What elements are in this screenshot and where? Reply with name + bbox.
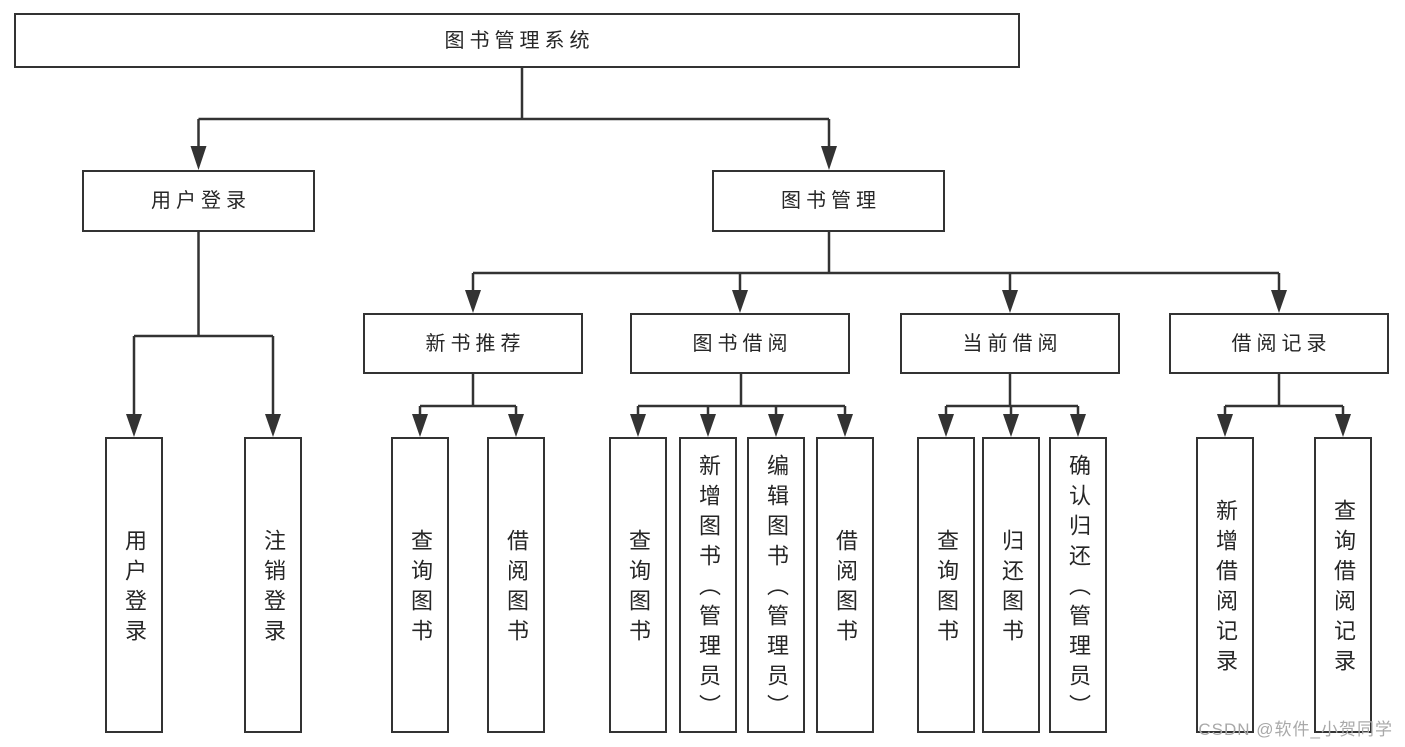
branch-line xyxy=(197,66,831,147)
node-current-borrowing: 当前借阅 xyxy=(900,313,1120,374)
leaf-query-books-borrowing-label: 查询图书 xyxy=(626,529,651,649)
node-book-borrowing: 图书借阅 xyxy=(630,313,850,374)
leaf-add-borrow-record-label: 新增借阅记录 xyxy=(1213,499,1238,679)
leaf-query-borrow-record-label: 查询借阅记录 xyxy=(1331,499,1356,679)
leaf-borrow-books-recommend-label: 借阅图书 xyxy=(504,529,529,649)
leaf-return-book: 归还图书 xyxy=(982,437,1040,733)
leaf-query-books-recommend-label: 查询图书 xyxy=(408,529,433,649)
node-root-label: 图书管理系统 xyxy=(444,29,595,52)
leaf-user-login-label: 用户登录 xyxy=(122,529,147,649)
node-book-borrowing-label: 图书借阅 xyxy=(692,332,793,355)
connector-borrowing-records-to-leaves xyxy=(1217,374,1351,437)
node-new-book-recommend: 新书推荐 xyxy=(363,313,583,374)
node-book-management-label: 图书管理 xyxy=(781,190,881,212)
node-borrowing-records-label: 借阅记录 xyxy=(1231,332,1332,355)
node-new-book-recommend-label: 新书推荐 xyxy=(425,332,526,355)
leaf-borrow-books-recommend: 借阅图书 xyxy=(487,437,545,733)
connector-book-borrowing-to-leaves xyxy=(630,374,853,437)
leaf-query-books-current-label: 查询图书 xyxy=(934,529,959,649)
leaf-query-books-borrowing: 查询图书 xyxy=(609,437,667,733)
leaf-add-book-admin: 新增图书（管理员） xyxy=(679,437,737,733)
node-root: 图书管理系统 xyxy=(14,13,1020,68)
leaf-confirm-return-admin-label: 确认归还（管理员） xyxy=(1066,454,1091,724)
arrowhead-icon xyxy=(190,146,837,170)
leaf-borrow-books-borrowing-label: 借阅图书 xyxy=(833,529,858,649)
leaf-edit-book-admin: 编辑图书（管理员） xyxy=(747,437,805,733)
leaf-add-book-admin-label: 新增图书（管理员） xyxy=(696,454,721,724)
node-current-borrowing-label: 当前借阅 xyxy=(962,332,1063,355)
node-borrowing-records: 借阅记录 xyxy=(1169,313,1389,374)
connector-book-management-to-level3 xyxy=(465,232,1287,313)
connector-new-book-recommend-to-leaves xyxy=(412,374,524,437)
branch-line xyxy=(944,374,1080,416)
branch-line xyxy=(471,232,1281,291)
connector-current-borrowing-to-leaves xyxy=(938,374,1086,437)
node-user-login: 用户登录 xyxy=(82,170,315,232)
leaf-confirm-return-admin: 确认归还（管理员） xyxy=(1049,437,1107,733)
leaf-add-borrow-record: 新增借阅记录 xyxy=(1196,437,1254,733)
branch-line xyxy=(132,232,275,415)
connector-user-login-to-leaves xyxy=(126,232,281,437)
leaf-query-borrow-record: 查询借阅记录 xyxy=(1314,437,1372,733)
arrowhead-icon xyxy=(465,290,1287,313)
arrowhead-icon xyxy=(630,414,853,437)
connector-root-to-level2 xyxy=(190,66,837,170)
node-user-login-label: 用户登录 xyxy=(151,190,251,212)
leaf-query-books-current: 查询图书 xyxy=(917,437,975,733)
branch-line xyxy=(1223,374,1345,416)
leaf-user-login: 用户登录 xyxy=(105,437,163,733)
leaf-logout-label: 注销登录 xyxy=(261,529,286,649)
leaf-logout: 注销登录 xyxy=(244,437,302,733)
leaf-return-book-label: 归还图书 xyxy=(999,529,1024,649)
branch-line xyxy=(636,374,847,416)
arrowhead-icon xyxy=(126,414,281,437)
node-book-management: 图书管理 xyxy=(712,170,945,232)
leaf-query-books-recommend: 查询图书 xyxy=(391,437,449,733)
arrowhead-icon xyxy=(412,414,524,437)
leaf-edit-book-admin-label: 编辑图书（管理员） xyxy=(764,454,789,724)
watermark: CSDN @软件_小贺同学 xyxy=(1198,720,1393,739)
arrowhead-icon xyxy=(938,414,1086,437)
arrowhead-icon xyxy=(1217,414,1351,437)
branch-line xyxy=(418,374,518,416)
leaf-borrow-books-borrowing: 借阅图书 xyxy=(816,437,874,733)
